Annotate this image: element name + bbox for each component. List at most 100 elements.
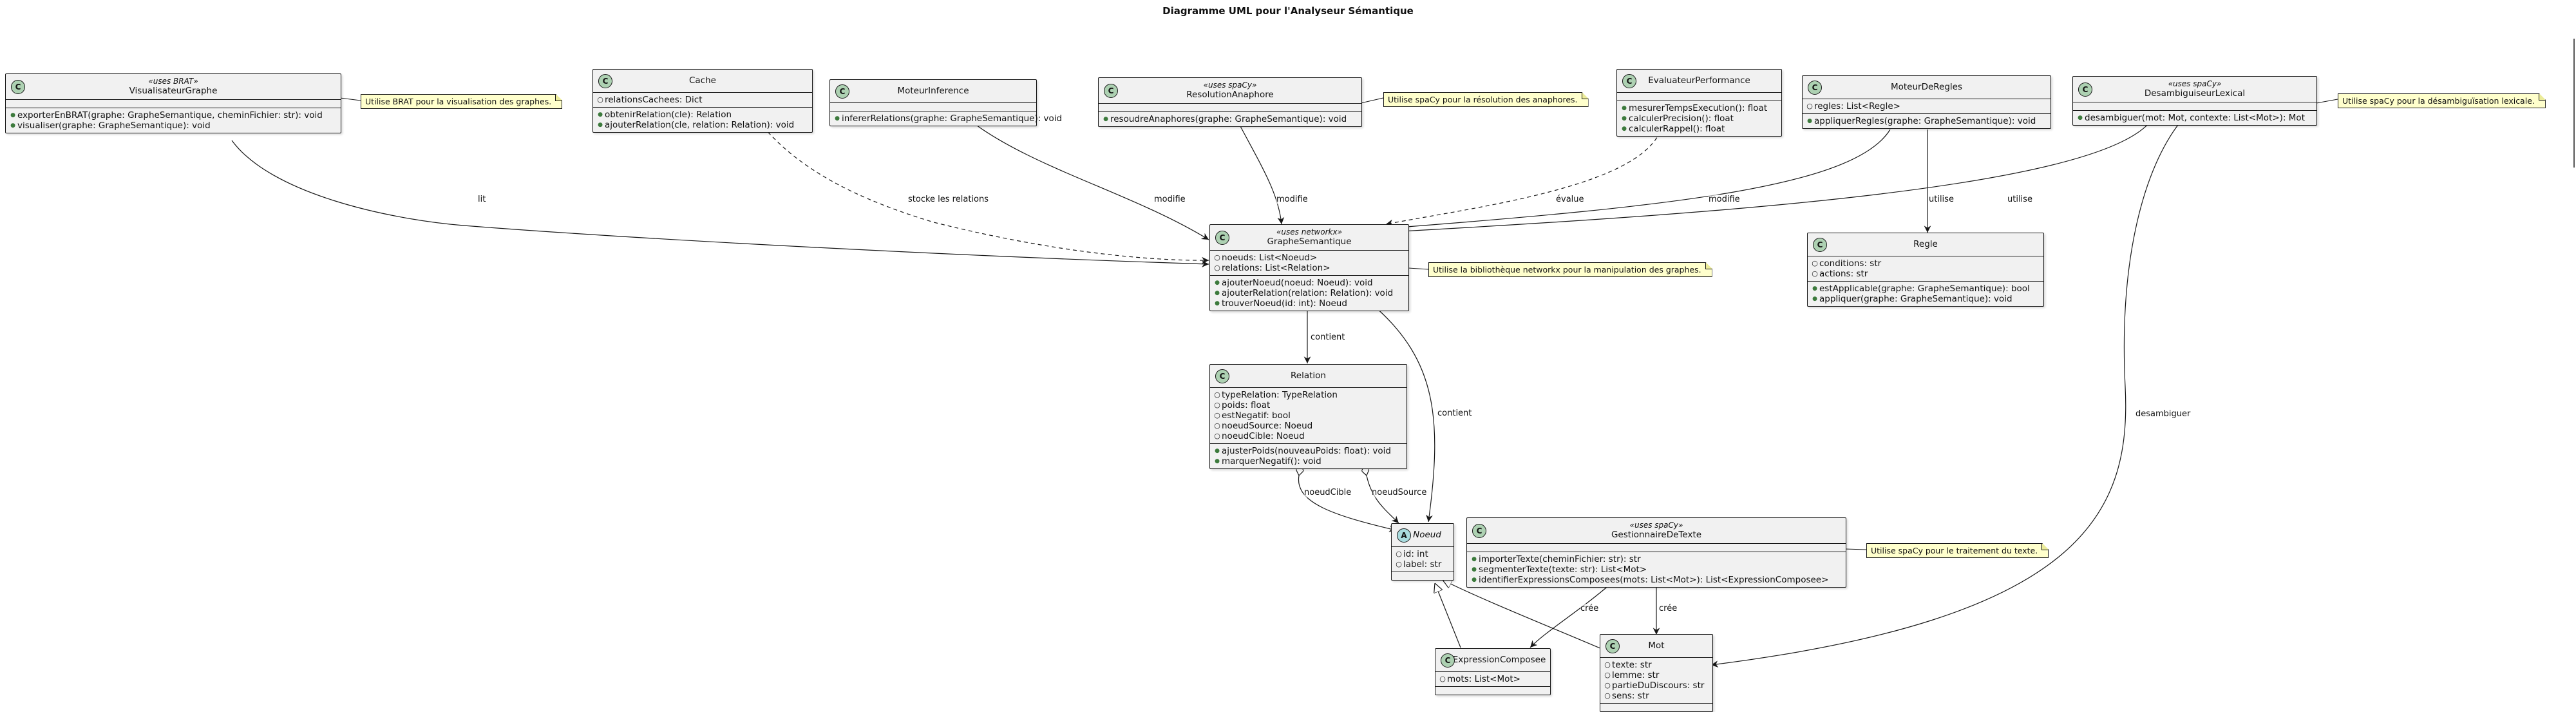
class-c-icon: C	[1813, 237, 1827, 252]
class-field: partieDuDiscours: str	[1604, 680, 1709, 691]
edge-contient-2	[1374, 306, 1435, 523]
class-field: typeRelation: TypeRelation	[1214, 390, 1403, 400]
note-desambiguisation: Utilise spaCy pour la désambiguïsation l…	[2338, 93, 2546, 108]
class-name: VisualisateurGraphe	[129, 86, 218, 96]
class-field: conditions: str	[1812, 258, 2040, 269]
class-field: noeuds: List<Noeud>	[1214, 253, 1405, 263]
class-method: ajusterPoids(nouveauPoids: float): void	[1214, 446, 1403, 456]
class-field: label: str	[1396, 559, 1450, 570]
edge-label-modifie-3: modifie	[1709, 195, 1740, 204]
class-expression-composee[interactable]: C ExpressionComposee mots: List<Mot>	[1435, 648, 1551, 695]
class-name: Regle	[1913, 239, 1938, 249]
class-field: actions: str	[1812, 269, 2040, 279]
class-stereotype: «uses spaCy»	[1203, 81, 1257, 90]
class-name: MoteurInference	[897, 86, 969, 96]
class-c-icon: C	[1622, 73, 1636, 88]
edge-label-noeud-cible: noeudCible	[1304, 488, 1352, 497]
class-visualisateur-graphe[interactable]: C «uses BRAT» VisualisateurGraphe export…	[5, 73, 341, 133]
class-stereotype: «uses networkx»	[1276, 227, 1342, 236]
class-c-icon: C	[835, 84, 849, 99]
class-method: appliquerRegles(graphe: GrapheSemantique…	[1806, 116, 2047, 126]
class-method: visualiser(graphe: GrapheSemantique): vo…	[10, 120, 337, 131]
class-method: obtenirRelation(cle): Relation	[597, 110, 808, 120]
class-gestionnaire-de-texte[interactable]: C «uses spaCy» GestionnaireDeTexte impor…	[1466, 517, 1846, 588]
class-cache[interactable]: C Cache relationsCachees: Dict obtenirRe…	[592, 69, 813, 133]
edge-label-stocke: stocke les relations	[908, 195, 989, 204]
class-method: calculerRappel(): float	[1621, 124, 1777, 134]
edge-label-contient-1: contient	[1311, 332, 1345, 342]
class-method: mesurerTempsExecution(): float	[1621, 103, 1777, 113]
class-field: texte: str	[1604, 660, 1709, 670]
class-evaluateur-performance[interactable]: C EvaluateurPerformance mesurerTempsExec…	[1616, 69, 1782, 137]
class-field: noeudCible: Noeud	[1214, 431, 1403, 441]
class-stereotype: «uses spaCy»	[1629, 521, 1683, 530]
class-method: infererRelations(graphe: GrapheSemantiqu…	[834, 113, 1062, 124]
edge-modifie-3	[1389, 129, 1891, 231]
note-link-anaphore	[1360, 97, 1384, 104]
class-name: EvaluateurPerformance	[1648, 75, 1750, 86]
class-c-icon: C	[598, 73, 612, 88]
abstract-a-icon: A	[1397, 528, 1411, 543]
class-c-icon: C	[1215, 369, 1229, 383]
class-field: estNegatif: bool	[1214, 410, 1403, 421]
class-name: Relation	[1291, 370, 1326, 381]
note-networkx: Utilise la bibliothèque networkx pour la…	[1428, 262, 1712, 277]
edge-noeud-source	[1367, 476, 1399, 524]
class-method: desambiguer(mot: Mot, contexte: List<Mot…	[2077, 113, 2313, 123]
edge-inherit-mot	[1443, 580, 1602, 649]
class-method: ajouterRelation(relation: Relation): voi…	[1214, 288, 1405, 298]
edge-label-utilise-1: utilise	[1929, 195, 1954, 204]
edge-lit	[231, 140, 1209, 268]
edge-desambiguer	[1710, 122, 2181, 668]
scrollbar-edge	[2573, 39, 2575, 168]
class-field: mots: List<Mot>	[1439, 674, 1546, 684]
edge-label-utilise-2: utilise	[2007, 195, 2032, 204]
class-relation[interactable]: C Relation typeRelation: TypeRelation po…	[1209, 364, 1407, 469]
class-name: GrapheSemantique	[1267, 236, 1352, 247]
class-graphe-semantique[interactable]: C «uses networkx» GrapheSemantique noeud…	[1209, 224, 1409, 311]
class-name: MoteurDeRegles	[1890, 82, 1963, 92]
class-name: Noeud	[1413, 530, 1441, 540]
note-anaphore: Utilise spaCy pour la résolution des ana…	[1383, 92, 1589, 107]
class-method: identifierExpressionsComposees(mots: Lis…	[1471, 575, 1842, 585]
class-field: lemme: str	[1604, 670, 1709, 680]
class-method: ajouterNoeud(noeud: Noeud): void	[1214, 278, 1405, 288]
edge-label-desambiguer: desambiguer	[2136, 409, 2191, 419]
class-method: exporterEnBRAT(graphe: GrapheSemantique,…	[10, 110, 337, 120]
class-moteur-inference[interactable]: C MoteurInference infererRelations(graph…	[829, 79, 1062, 126]
class-noeud[interactable]: A Noeud id: int label: str	[1391, 523, 1454, 581]
edge-stocke	[739, 91, 1209, 264]
class-c-icon: C	[1472, 523, 1486, 538]
class-mot[interactable]: C Mot texte: str lemme: str partieDuDisc…	[1600, 634, 1713, 712]
edge-noeud-cible	[1298, 476, 1397, 530]
edge-inherit-expression	[1435, 583, 1461, 648]
class-field: noeudSource: Noeud	[1214, 421, 1403, 431]
class-regle[interactable]: C Regle conditions: str actions: str est…	[1807, 233, 2044, 307]
edge-label-lit: lit	[478, 195, 486, 204]
edge-label-evalue: évalue	[1556, 195, 1584, 204]
note-link-texte	[1844, 548, 1867, 550]
class-desambiguiseur-lexical[interactable]: C «uses spaCy» DesambiguiseurLexical des…	[2072, 76, 2317, 126]
class-method: trouverNoeud(id: int): Noeud	[1214, 298, 1405, 309]
class-field: id: int	[1396, 549, 1450, 559]
class-name: ExpressionComposee	[1452, 655, 1546, 665]
class-resolution-anaphore[interactable]: C «uses spaCy» ResolutionAnaphore resoud…	[1098, 77, 1362, 127]
class-c-icon: C	[1441, 653, 1455, 668]
note-link-brat	[339, 97, 361, 101]
class-field: relationsCachees: Dict	[597, 95, 808, 105]
note-link-desamb	[2316, 99, 2338, 104]
class-method: marquerNegatif(): void	[1214, 456, 1403, 467]
class-name: ResolutionAnaphore	[1186, 90, 1274, 100]
class-stereotype: «uses BRAT»	[148, 77, 198, 86]
edge-label-contient-2: contient	[1437, 409, 1472, 418]
note-brat: Utilise BRAT pour la visualisation des g…	[361, 94, 562, 109]
class-c-icon: C	[1215, 230, 1229, 245]
class-name: Mot	[1648, 640, 1665, 651]
class-field: poids: float	[1214, 400, 1403, 410]
class-name: DesambiguiseurLexical	[2144, 88, 2246, 99]
class-method: ajouterRelation(cle, relation: Relation)…	[597, 120, 808, 130]
class-stereotype: «uses spaCy»	[2168, 79, 2222, 88]
note-link-networkx	[1408, 267, 1429, 270]
class-moteur-de-regles[interactable]: C MoteurDeRegles regles: List<Regle> app…	[1802, 75, 2051, 129]
class-method: appliquer(graphe: GrapheSemantique): voi…	[1812, 294, 2040, 304]
